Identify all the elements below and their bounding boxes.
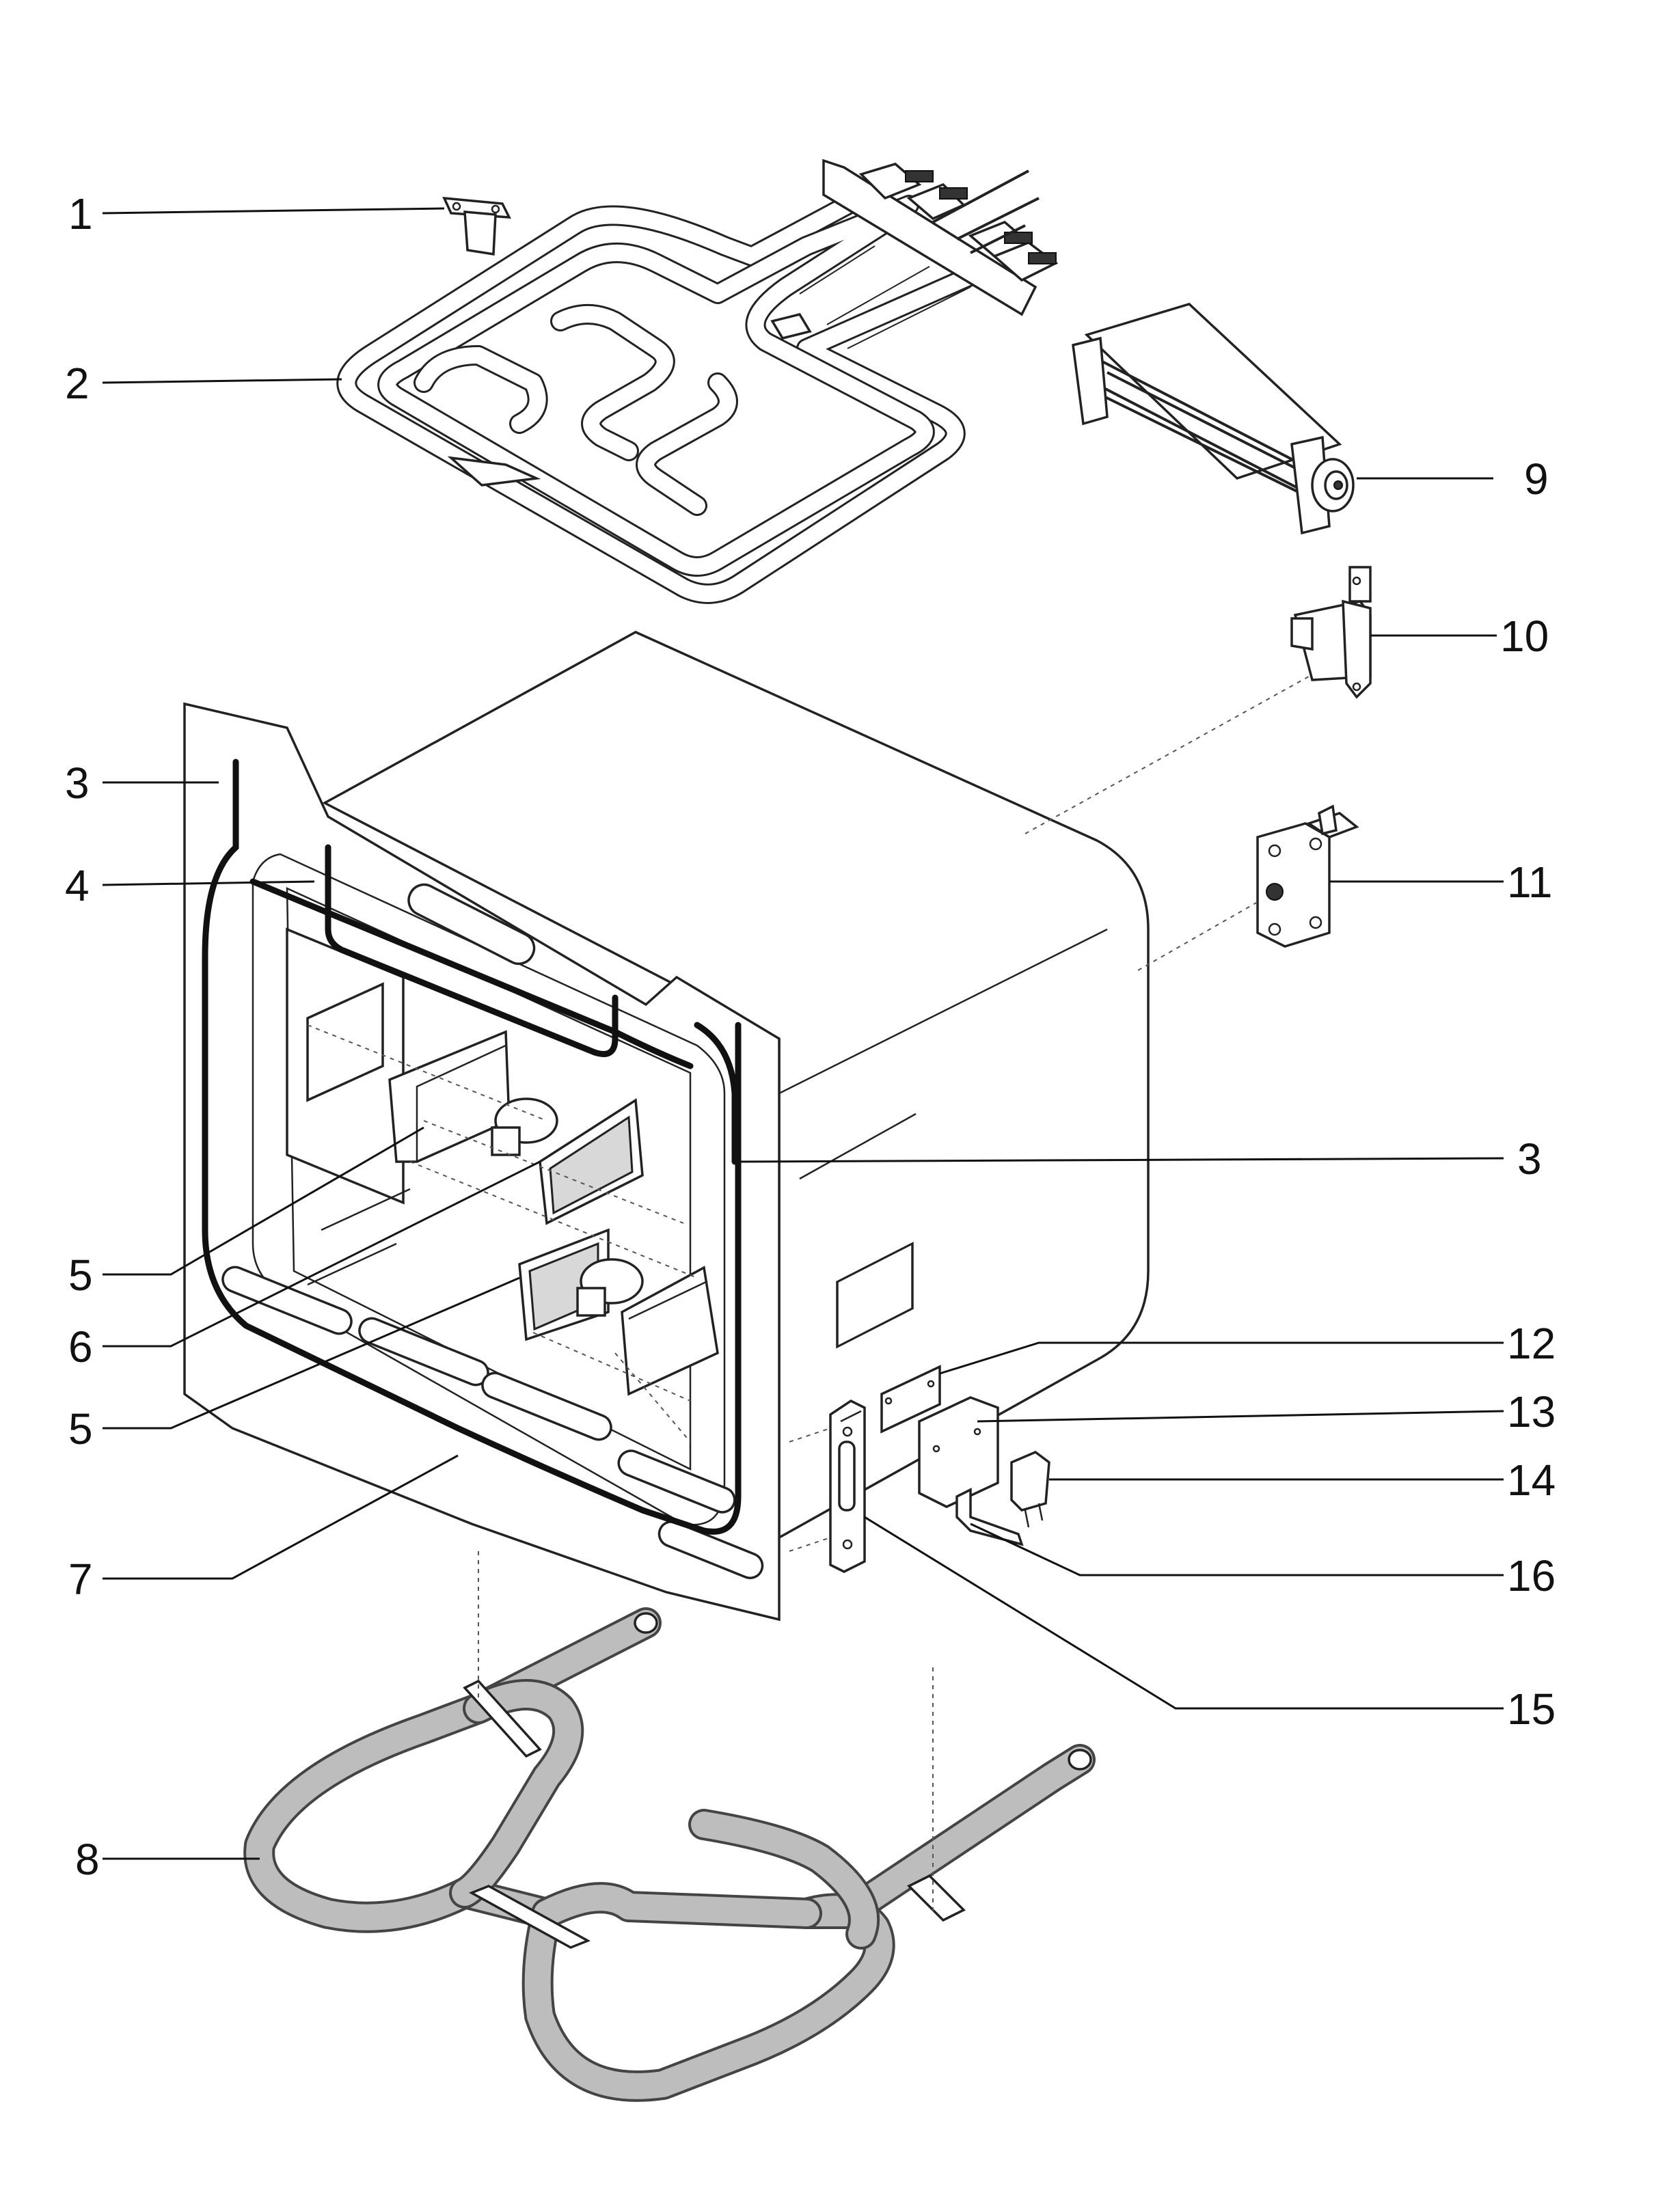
callout-15: 15 [1507, 1684, 1556, 1734]
callout-13: 13 [1507, 1387, 1556, 1436]
callout-10: 10 [1500, 612, 1549, 661]
callout-6: 6 [68, 1322, 93, 1371]
part-10-thermostat [1290, 566, 1372, 699]
part-11-thermal-cutout [1256, 804, 1359, 948]
callout-16: 16 [1507, 1551, 1556, 1600]
part-8-bottom-element [243, 1607, 1096, 2102]
callout-11: 11 [1507, 858, 1552, 907]
part-9-tangential-fan [1072, 303, 1355, 535]
callout-8: 8 [75, 1835, 100, 1884]
dashed-guide-lines [478, 676, 1310, 1913]
part-13-bracket [918, 1396, 999, 1508]
oven-cavity [183, 631, 1150, 1622]
leader-lines [102, 207, 1504, 1860]
callout-3-right: 3 [1517, 1134, 1542, 1184]
callout-9: 9 [1524, 454, 1549, 504]
part-12-plate [880, 1365, 941, 1434]
part-1-clip [442, 196, 511, 256]
callout-labels: 1 2 3 4 5 6 5 7 8 9 10 11 3 12 13 14 16 … [65, 189, 1556, 1884]
callout-12: 12 [1507, 1319, 1556, 1368]
part-16-lever [955, 1488, 1024, 1546]
part-14-microswitch [1010, 1450, 1050, 1528]
callout-5-lower: 5 [68, 1404, 93, 1453]
callout-3: 3 [65, 759, 90, 808]
part-15-door-switch-bar [829, 1399, 866, 1573]
callout-1: 1 [68, 189, 93, 238]
part-2-grill-element [336, 159, 1059, 604]
callout-7: 7 [68, 1555, 93, 1604]
callout-2: 2 [65, 359, 90, 408]
callout-4: 4 [65, 861, 90, 910]
callout-14: 14 [1507, 1456, 1556, 1505]
callout-5: 5 [68, 1251, 93, 1300]
